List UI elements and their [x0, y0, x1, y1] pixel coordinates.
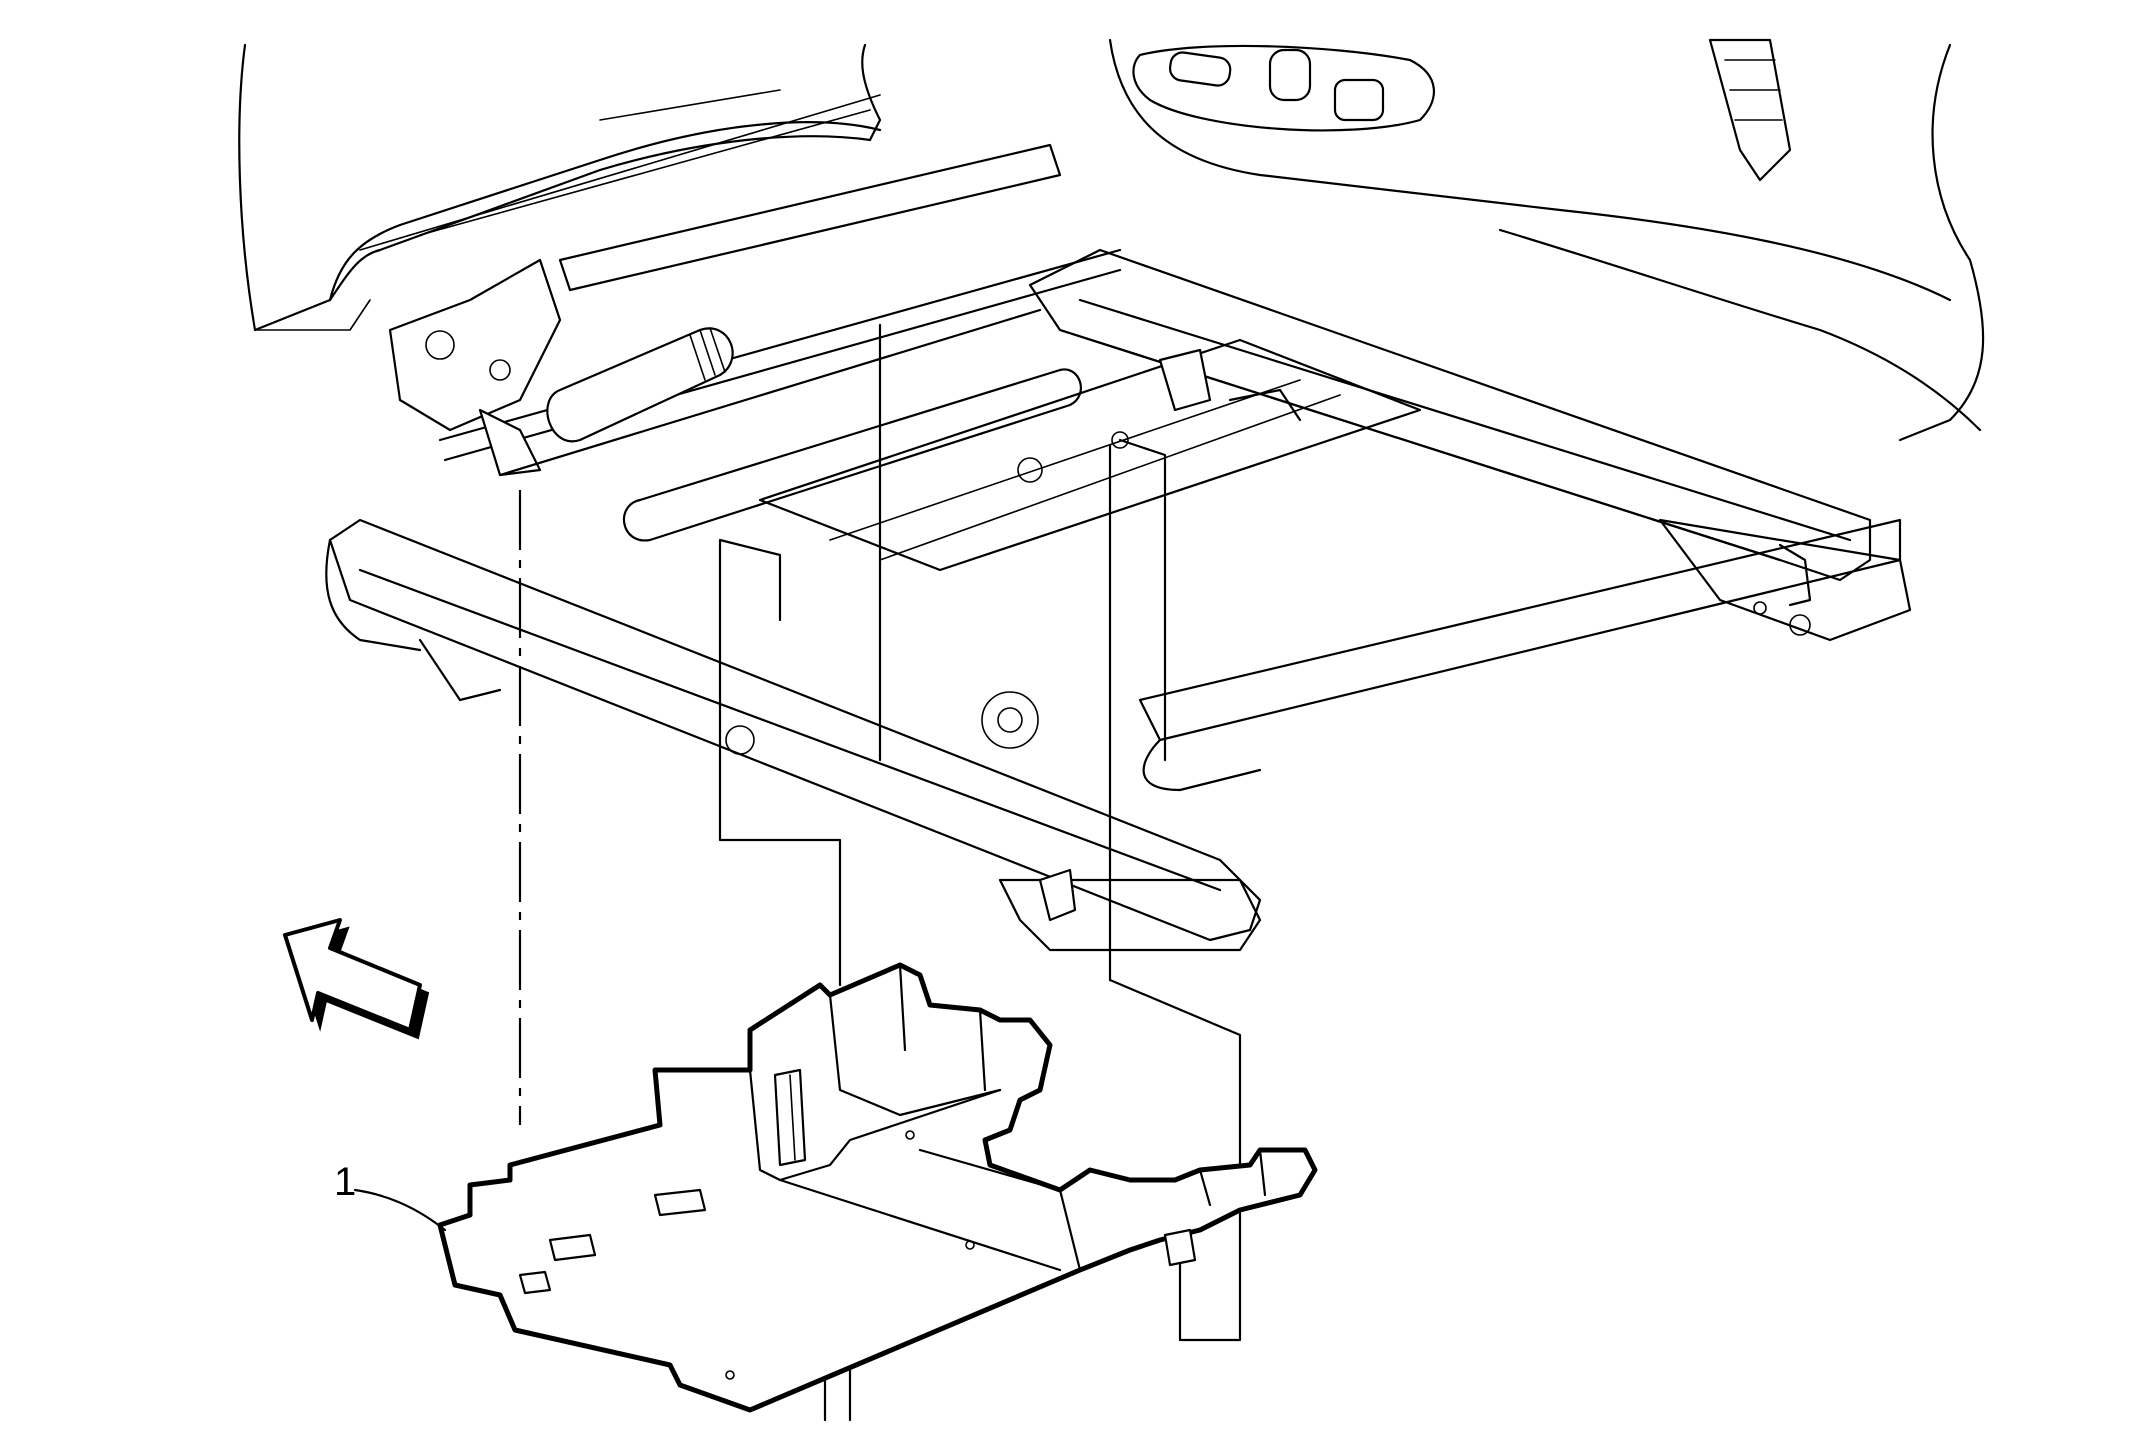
seat-frame: [325, 143, 1912, 952]
seat-cushion-right: [1108, 38, 1985, 442]
front-direction-arrow-icon: [283, 918, 430, 1040]
callout-label-1: 1: [334, 1160, 357, 1204]
seat-cushion-left: [238, 43, 882, 332]
alignment-lines: [498, 308, 1242, 1422]
module-bracket: [437, 962, 1318, 1413]
callout-leader-line: [353, 1188, 447, 1232]
